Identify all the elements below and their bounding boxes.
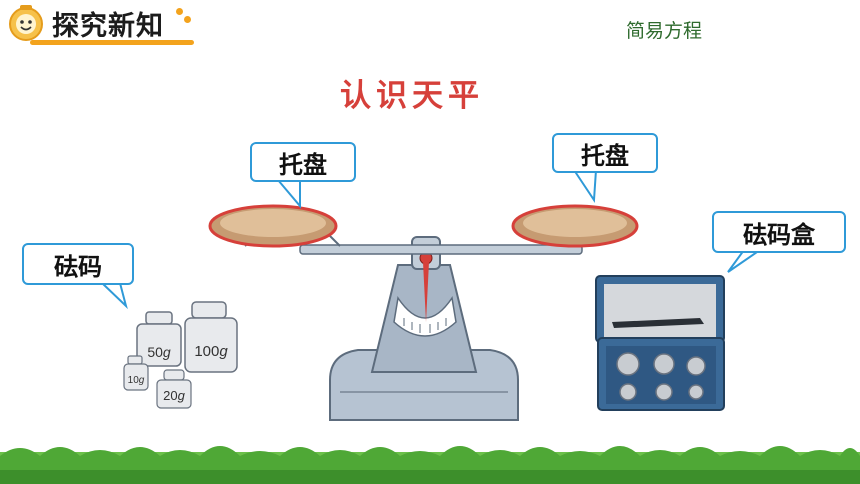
callout-tail [275, 179, 301, 209]
page-title: 认识天平 [340, 78, 484, 114]
left-pan [208, 204, 338, 248]
callout-tail [572, 169, 598, 204]
weight-10g: 10g [123, 355, 149, 391]
header-underline [30, 40, 194, 45]
weight-100g: 100g [184, 301, 238, 373]
header-dot [184, 16, 191, 23]
weight-50g: 50g [136, 311, 182, 367]
weights-illustration: 100g 50g 10g 20g [123, 301, 238, 409]
weight-50g-label: 50g [147, 344, 171, 360]
callout-right-pan: 托盘 [552, 133, 658, 173]
right-pan [511, 204, 639, 248]
grass-border [0, 446, 860, 484]
weight-20g-label: 20g [163, 388, 185, 403]
callout-tail [99, 282, 128, 310]
chapter-label: 简易方程 [626, 20, 703, 42]
section-title: 探究新知 [52, 11, 164, 42]
callout-tail [727, 249, 764, 273]
weight-100g-label: 100g [194, 343, 228, 360]
callout-weights: 砝码 [22, 243, 134, 285]
balance-illustration [208, 204, 639, 421]
header-dot [176, 8, 183, 15]
weight-10g-label: 10g [128, 375, 145, 386]
weight-box-illustration [595, 275, 725, 411]
callout-weight-box: 砝码盒 [712, 211, 846, 253]
header: 探究新知 [0, 0, 194, 46]
weight-20g: 20g [156, 369, 192, 409]
callout-left-pan: 托盘 [250, 142, 356, 182]
lightbulb-logo-icon [9, 5, 43, 41]
